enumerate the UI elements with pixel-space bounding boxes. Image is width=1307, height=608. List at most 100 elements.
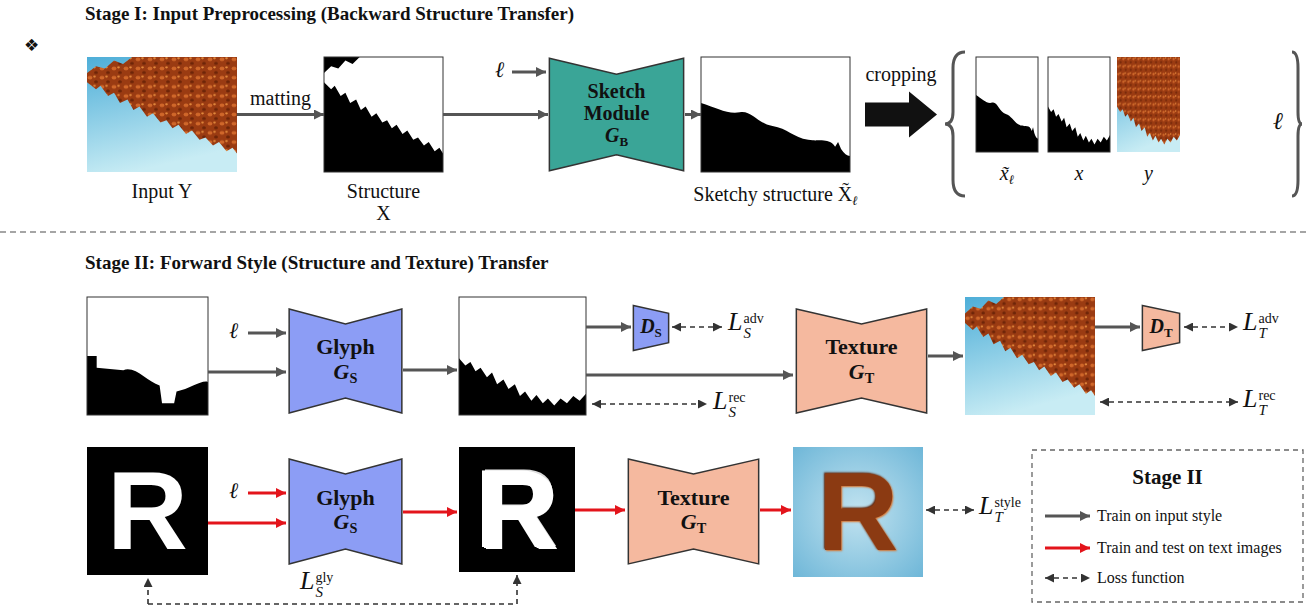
- text-run: x: [1075, 162, 1084, 184]
- text-run: D: [640, 315, 654, 337]
- legend-sample: [1045, 515, 1090, 518]
- text-line: x: [1075, 162, 1084, 184]
- image-panel: x: [1048, 57, 1110, 152]
- superscript: style: [994, 496, 1020, 510]
- text-run: Texture: [825, 334, 897, 359]
- subscript: S: [655, 325, 662, 340]
- text-line: Structure X: [347, 180, 420, 224]
- subscript: S: [315, 585, 333, 600]
- text-run: y: [1144, 162, 1153, 184]
- text-run: G: [334, 359, 350, 384]
- text-run: ℓ: [1273, 108, 1283, 134]
- loss-arrow: [672, 326, 722, 328]
- text-run: Structure X: [347, 180, 420, 224]
- arrow: [248, 332, 286, 335]
- left-brace: [945, 52, 965, 196]
- parameter-symbol: ℓ: [229, 478, 238, 503]
- mask-foreground: [87, 297, 208, 403]
- image-frame: [459, 297, 586, 415]
- module-outline: [549, 58, 683, 171]
- leaves: [1117, 57, 1180, 144]
- text-run: Glyph: [316, 334, 375, 359]
- arrow: [208, 371, 286, 374]
- leaves: [965, 297, 1095, 396]
- arrow: [1095, 326, 1140, 329]
- index-stack: recT: [1258, 389, 1275, 418]
- superscript: adv: [1258, 312, 1278, 326]
- superscript: gly: [315, 571, 333, 585]
- index-stack: advS: [743, 312, 763, 341]
- stylized-text-image: [793, 447, 923, 577]
- mask-background: [976, 57, 1038, 152]
- math-symbol: LadvT: [1243, 309, 1279, 341]
- image-caption: x: [1075, 162, 1084, 184]
- connector-arrow: [443, 113, 548, 116]
- structure-mask: [324, 57, 443, 172]
- module-label: Sketch ModuleGB: [548, 57, 685, 172]
- math-symbol: LglyS: [300, 568, 333, 600]
- connector-arrow: [237, 113, 324, 116]
- image-frame: [87, 297, 208, 415]
- mask-foreground: [976, 57, 1038, 139]
- network-module: GlyphGS: [288, 308, 403, 414]
- text-line: Glyph: [316, 335, 375, 359]
- module-label: DT: [1142, 305, 1180, 351]
- symbol-base: L: [979, 491, 993, 520]
- module-outline: [633, 305, 668, 350]
- image-caption: Sketchy structure X̃ℓ: [693, 183, 857, 208]
- subscript: S: [349, 520, 357, 536]
- text-line: Sketchy structure X̃ℓ: [693, 183, 857, 208]
- arrow: [403, 369, 457, 372]
- image-panel: Sketchy structure X̃ℓ: [701, 57, 850, 172]
- text-run: G: [605, 124, 619, 146]
- subscript: ℓ: [852, 193, 857, 208]
- module-outline: [796, 309, 926, 413]
- image-caption: y: [1144, 162, 1153, 184]
- image-panel: y: [1117, 57, 1180, 152]
- loss-arrow: [147, 578, 149, 604]
- subscript: T: [697, 520, 707, 536]
- module-outline: [289, 309, 402, 413]
- parameter-symbol: ℓ: [495, 57, 504, 82]
- text-run: Sketchy structure X̃: [693, 183, 852, 205]
- text-line: GS: [334, 510, 358, 537]
- sketchy-mask: [701, 57, 850, 172]
- text-run: x̃: [1000, 162, 1009, 184]
- text-line: x̃ℓ: [1000, 162, 1014, 187]
- arrow: [248, 492, 286, 495]
- text-line: GB: [605, 124, 628, 149]
- cropped-set: ℓx̃ℓxy: [943, 48, 1303, 200]
- glyph-letter: R: [793, 447, 923, 577]
- superscript: rec: [728, 391, 745, 405]
- index-stack: glyS: [315, 571, 333, 600]
- photo-crop: [1117, 57, 1180, 152]
- text-run: Sketch Module: [584, 80, 650, 124]
- symbol-base: L: [1243, 307, 1257, 336]
- arrow: [760, 509, 791, 512]
- subscript: T: [1258, 403, 1275, 418]
- glyph-text-image: [459, 447, 575, 572]
- module-outline: [1142, 305, 1179, 350]
- arrow: [208, 522, 286, 525]
- arrow: [586, 374, 793, 377]
- discriminator: DT: [1142, 305, 1180, 351]
- mask-background: [701, 57, 850, 172]
- leaves: [87, 57, 237, 154]
- section-heading: Stage I: Input Preprocessing (Backward S…: [85, 3, 574, 25]
- mask-background: [459, 297, 586, 415]
- network-module: TextureGT: [795, 308, 928, 414]
- text-run: Glyph: [316, 485, 375, 510]
- superscript: adv: [743, 312, 763, 326]
- arrow: [586, 326, 631, 329]
- image-caption: Structure X: [347, 180, 420, 224]
- block-arrow: [865, 92, 937, 138]
- image-panel: Structure X: [324, 57, 443, 172]
- set-label: ℓ: [1273, 108, 1283, 134]
- mask-background: [87, 297, 208, 415]
- mask-foreground: [324, 57, 443, 154]
- module-label: TextureGT: [627, 458, 760, 565]
- legend-text: Train on input style: [1097, 506, 1222, 525]
- text-line: DT: [1149, 315, 1172, 340]
- text-line: Texture: [825, 335, 897, 359]
- module-label: GlyphGS: [288, 308, 403, 414]
